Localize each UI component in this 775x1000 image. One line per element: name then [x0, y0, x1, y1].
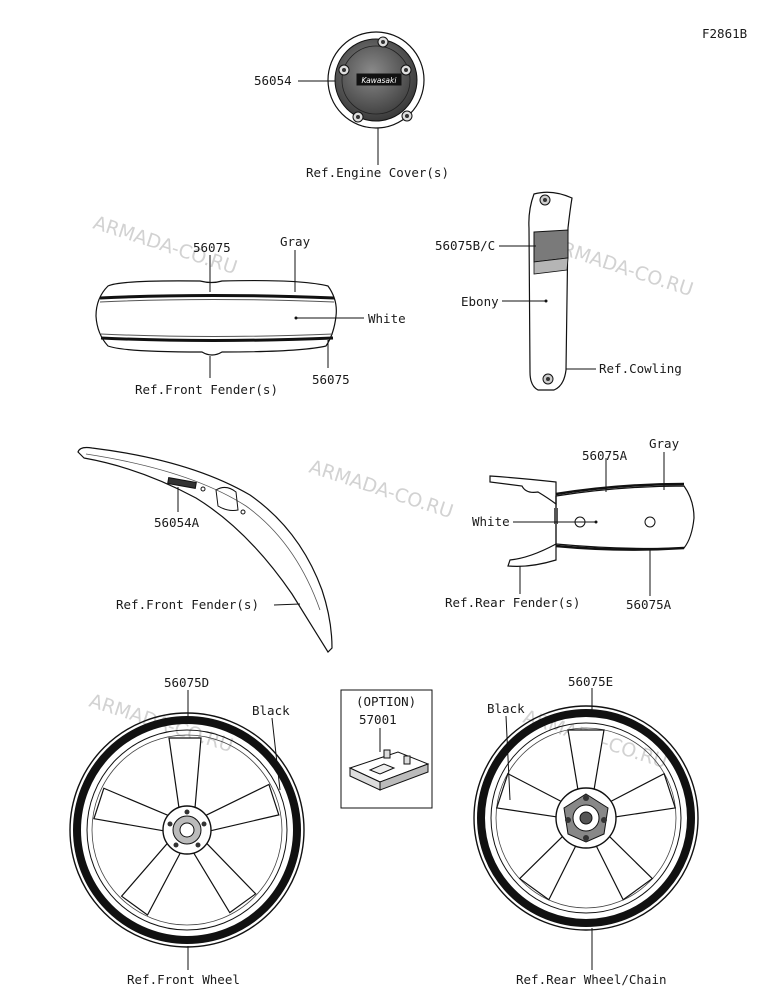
emblem-text: Kawasaki: [362, 76, 398, 85]
rear-fender-part-no-bottom: 56075A: [626, 597, 672, 612]
watermark-3: ARMADA-CO.RU: [306, 456, 455, 523]
rear-wheel-part-no: 56075E: [568, 674, 613, 689]
engine-cover-cap: Kawasaki: [327, 31, 425, 129]
front-fender-top-ref: Ref.Front Fender(s): [135, 382, 278, 397]
cowling-part: [528, 191, 573, 391]
engine-cover-ref: Ref.Engine Cover(s): [306, 165, 449, 180]
cowling-part-no: 56075B/C: [435, 238, 495, 253]
front-fender-color-gray: Gray: [280, 234, 311, 249]
front-fender-top-part-no: 56075: [193, 240, 231, 255]
front-fender-bottom-part-no: 56075: [312, 372, 350, 387]
option-clip-part: [348, 749, 430, 791]
front-wheel-part-no: 56075D: [164, 675, 209, 690]
rear-fender-part-no-top: 56075A: [582, 448, 628, 463]
engine-cover-part-no: 56054: [254, 73, 292, 88]
front-wheel-ref: Ref.Front Wheel: [127, 972, 240, 987]
rear-fender-color-gray: Gray: [649, 436, 680, 451]
front-fender-color-white: White: [368, 311, 406, 326]
cowling-color: Ebony: [461, 294, 499, 309]
rear-wheel-ref: Ref.Rear Wheel/Chain: [516, 972, 667, 987]
front-wheel-color: Black: [252, 703, 290, 718]
front-fender-side-part-no: 56054A: [154, 515, 200, 530]
cowling-ref: Ref.Cowling: [599, 361, 682, 376]
option-part-no: 57001: [359, 712, 397, 727]
front-fender-side-view: [77, 446, 333, 653]
rear-fender-ref: Ref.Rear Fender(s): [445, 595, 580, 610]
rear-fender-color-white: White: [472, 514, 510, 529]
front-wheel-part: [69, 712, 305, 948]
rear-fender-part: [489, 475, 695, 567]
front-fender-side-ref: Ref.Front Fender(s): [116, 597, 259, 612]
figure-code: F2861B: [702, 26, 747, 41]
rear-wheel-color: Black: [487, 701, 525, 716]
watermark-2: ARMADA-CO.RU: [546, 234, 695, 301]
front-fender-top-view: [95, 279, 337, 356]
option-title: (OPTION): [356, 694, 416, 709]
option-box: (OPTION) 57001: [340, 689, 433, 809]
rear-wheel-part: [473, 705, 699, 931]
